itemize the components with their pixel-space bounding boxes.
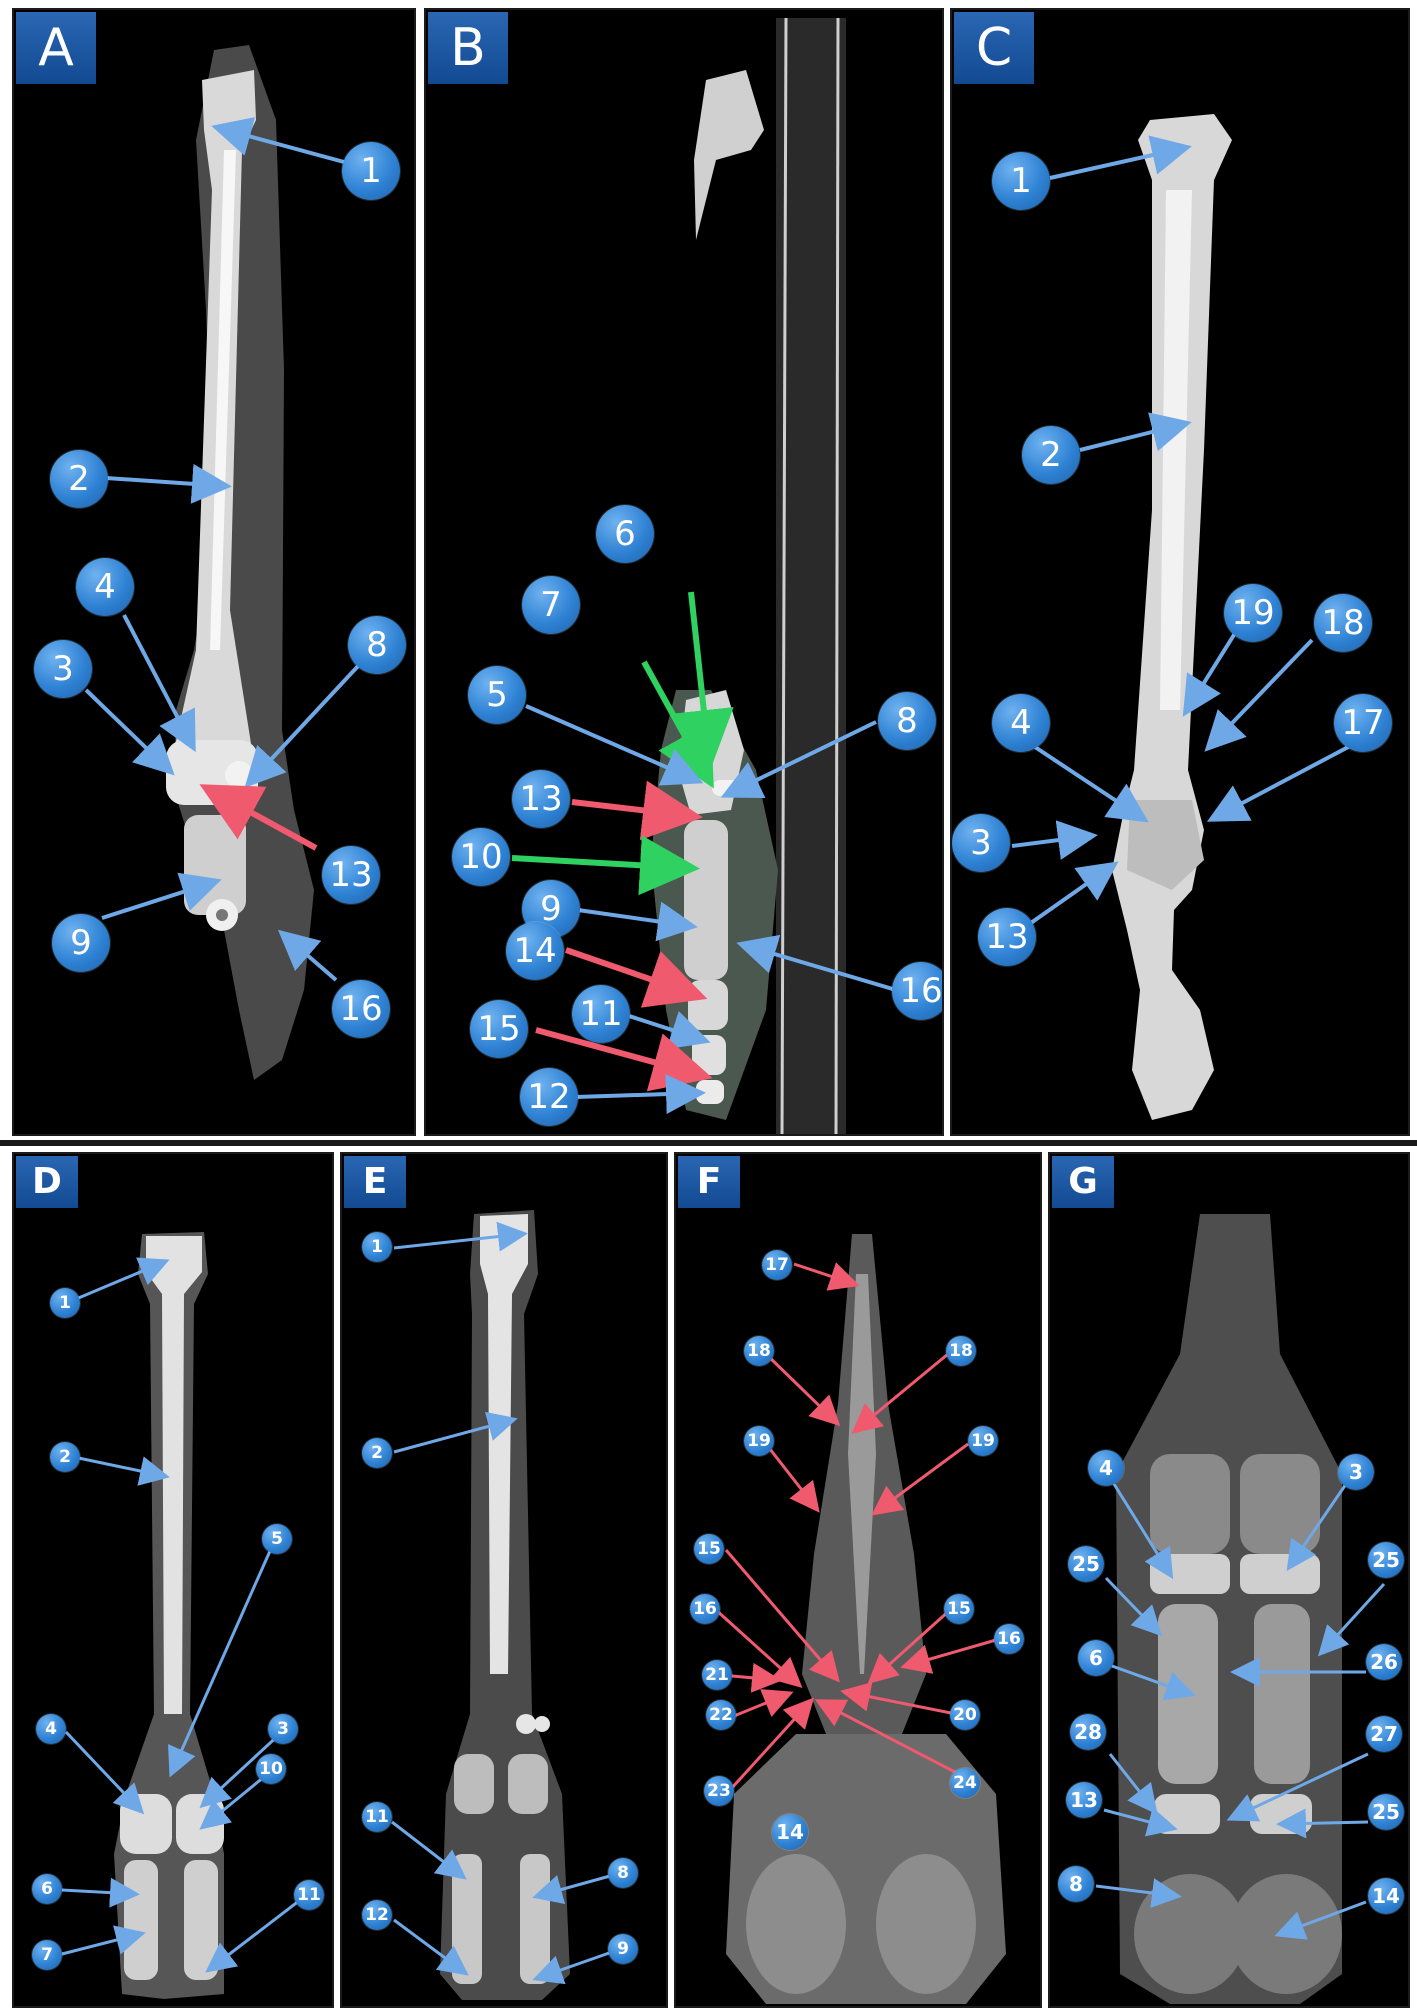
label-badge: 13 [512,770,570,828]
ct-image-c [1011,114,1353,1120]
label-badge: 17 [762,1250,792,1280]
label-badge: 7 [32,1940,62,1970]
panel-label-b: B [428,12,508,84]
label-badge: 13 [978,908,1036,966]
label-badge: 1 [50,1288,80,1318]
label-badge: 3 [1338,1454,1374,1490]
label-badge: 2 [50,1442,80,1472]
label-badge: 3 [268,1714,298,1744]
label-badge: 8 [878,692,936,750]
label-badge: 9 [608,1934,638,1964]
label-badge: 2 [50,450,108,508]
label-badge: 7 [522,576,580,634]
label-badge: 13 [1066,1782,1102,1818]
label-badge: 14 [1368,1878,1404,1914]
label-badge: 11 [572,985,630,1043]
label-badge: 19 [744,1426,774,1456]
label-badge: 23 [704,1776,734,1806]
label-badge: 2 [362,1438,392,1468]
label-badge: 5 [468,666,526,724]
label-badge: 11 [294,1880,324,1910]
label-badge: 15 [470,1000,528,1058]
label-badge: 3 [952,814,1010,872]
panel-b: B 6 7 5 8 13 10 9 16 14 11 15 12 [424,8,944,1136]
label-badge: 12 [362,1900,392,1930]
label-badge: 13 [322,846,380,904]
label-badge: 16 [690,1594,720,1624]
label-badge: 26 [1366,1644,1402,1680]
label-badge: 1 [362,1232,392,1262]
label-badge: 20 [950,1700,980,1730]
label-badge: 15 [944,1594,974,1624]
label-badge: 8 [1058,1866,1094,1902]
panel-e: E 1 2 11 8 12 9 [340,1152,668,2008]
ct-image-a [84,45,361,1080]
label-badge: 10 [452,828,510,886]
label-badge: 16 [332,980,390,1038]
label-badge: 17 [1334,694,1392,752]
label-badge: 8 [608,1858,638,1888]
label-badge: 4 [992,694,1050,752]
label-badge: 19 [1224,584,1282,642]
label-badge: 19 [968,1426,998,1456]
label-badge: 22 [706,1700,736,1730]
ct-image-b [511,17,897,1134]
label-badge: 2 [1022,426,1080,484]
label-badge: 25 [1368,1794,1404,1830]
panel-d: D 1 2 5 4 3 10 6 7 11 [12,1152,334,2008]
label-badge: 15 [694,1534,724,1564]
label-badge: 25 [1368,1542,1404,1578]
label-badge: 14 [506,922,564,980]
label-badge: 18 [744,1336,774,1366]
ct-image-e [391,1210,613,2000]
panel-a: A 1 2 4 3 8 13 9 16 [12,8,416,1136]
label-badge: 4 [1088,1450,1124,1486]
mri-image-f [714,1234,1006,2004]
label-badge: 25 [1068,1546,1104,1582]
label-badge: 18 [1314,594,1372,652]
label-badge: 16 [892,962,942,1020]
label-badge: 18 [946,1336,976,1366]
label-badge: 5 [262,1524,292,1554]
panel-c: C 1 2 19 18 4 17 3 13 [950,8,1410,1136]
label-badge: 11 [362,1802,392,1832]
label-badge: 14 [772,1814,808,1850]
panel-label-e: E [344,1156,406,1208]
label-badge: 6 [1078,1640,1114,1676]
row-divider [0,1140,1417,1146]
panel-g: G 4 3 25 25 6 26 28 27 13 25 8 14 [1048,1152,1410,2008]
label-badge: 4 [76,558,134,616]
label-badge: 6 [32,1874,62,1904]
label-badge: 12 [520,1068,578,1126]
ct-image-d [61,1232,309,1999]
label-badge: 6 [596,505,654,563]
label-badge: 27 [1366,1716,1402,1752]
label-badge: 10 [256,1754,286,1784]
panel-f: F 17 18 18 19 19 15 16 15 16 21 22 20 23… [674,1152,1042,2008]
label-badge: 8 [348,616,406,674]
label-badge: 28 [1070,1714,1106,1750]
label-badge: 4 [36,1714,66,1744]
label-badge: 3 [34,640,92,698]
label-badge: 1 [342,142,400,200]
label-badge: 9 [52,914,110,972]
label-badge: 24 [950,1768,980,1798]
label-badge: 1 [992,152,1050,210]
label-badge: 16 [994,1624,1024,1654]
mri-image-g [1095,1214,1386,2004]
label-badge: 21 [702,1660,732,1690]
panel-label-c: C [954,12,1034,84]
panel-label-d: D [16,1156,78,1208]
panel-label-a: A [16,12,96,84]
panel-label-g: G [1052,1156,1114,1208]
panel-label-f: F [678,1156,740,1208]
